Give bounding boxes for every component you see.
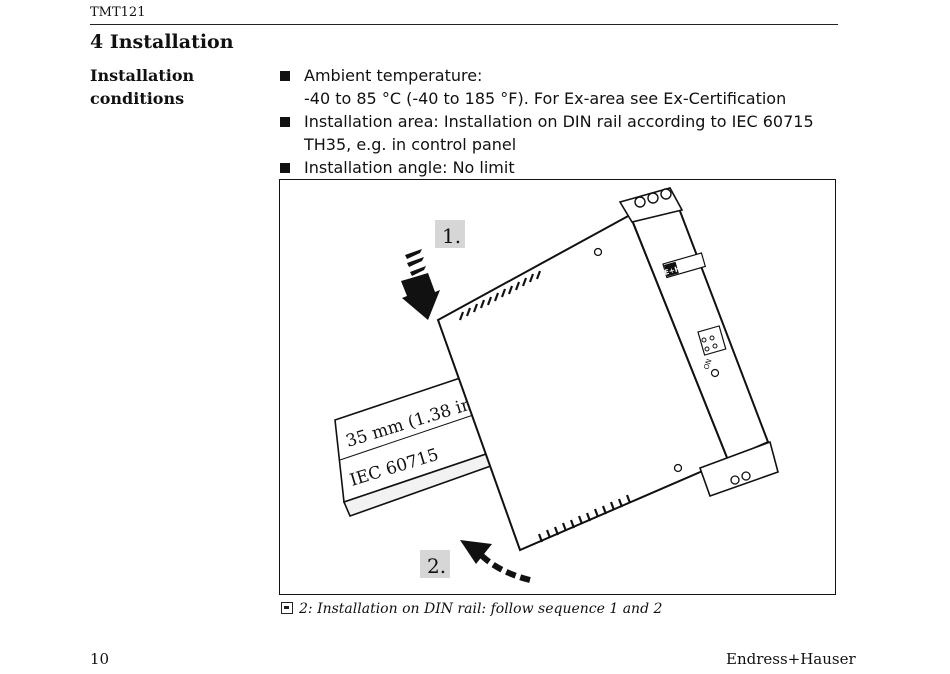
condition-line: -40 to 85 °C (-40 to 185 °F). For Ex-are… (304, 89, 787, 108)
din-rail-drawing: 35 mm (1.38 in) IEC 60715 E+H ON (334, 187, 779, 583)
step1-label: 1. (442, 224, 461, 248)
device-logo-icon (664, 261, 679, 277)
step1-label-box (435, 220, 465, 248)
condition-line: TH35, e.g. in control panel (304, 135, 517, 154)
device-vent-bottom (537, 494, 632, 543)
step2-label-box (420, 550, 450, 578)
figure-icon (281, 602, 293, 614)
condition-item-area: Installation area: Installation on DIN r… (278, 110, 838, 156)
step1-arrow-icon (401, 249, 440, 320)
device-led-icon (710, 368, 720, 378)
din-rail-installation-figure: 35 mm (1.38 in) IEC 60715 E+H ON (279, 179, 836, 595)
condition-line: Ambient temperature: (304, 66, 483, 85)
conditions-list: Ambient temperature: -40 to 85 °C (-40 t… (278, 64, 838, 179)
device-led-label: ON (702, 358, 713, 371)
device-vent-top (458, 270, 542, 321)
condition-item-angle: Installation angle: No limit (278, 156, 838, 179)
step2-arrow-icon (460, 540, 531, 583)
section-heading-line1: Installation (90, 66, 195, 85)
condition-item-temperature: Ambient temperature: -40 to 85 °C (-40 t… (278, 64, 838, 110)
condition-line: Installation area: Installation on DIN r… (304, 112, 814, 131)
header-rule (90, 24, 838, 25)
bullet-square-icon (280, 163, 290, 173)
bullet-square-icon (280, 71, 290, 81)
section-heading: Installation conditions (90, 64, 250, 110)
page-number: 10 (90, 650, 110, 668)
section-heading-line2: conditions (90, 89, 185, 108)
brand-name: Endress+Hauser (726, 650, 856, 668)
device-bottom-terminal (698, 440, 779, 498)
condition-line: Installation angle: No limit (304, 158, 515, 177)
document-id: TMT121 (90, 5, 146, 20)
bullet-square-icon (280, 117, 290, 127)
figure-caption-text: 2: Installation on DIN rail: follow sequ… (299, 601, 663, 617)
figure-caption: 2: Installation on DIN rail: follow sequ… (281, 601, 662, 617)
chapter-title: 4 Installation (90, 31, 234, 53)
step2-label: 2. (427, 554, 446, 578)
din-rail (334, 366, 504, 518)
